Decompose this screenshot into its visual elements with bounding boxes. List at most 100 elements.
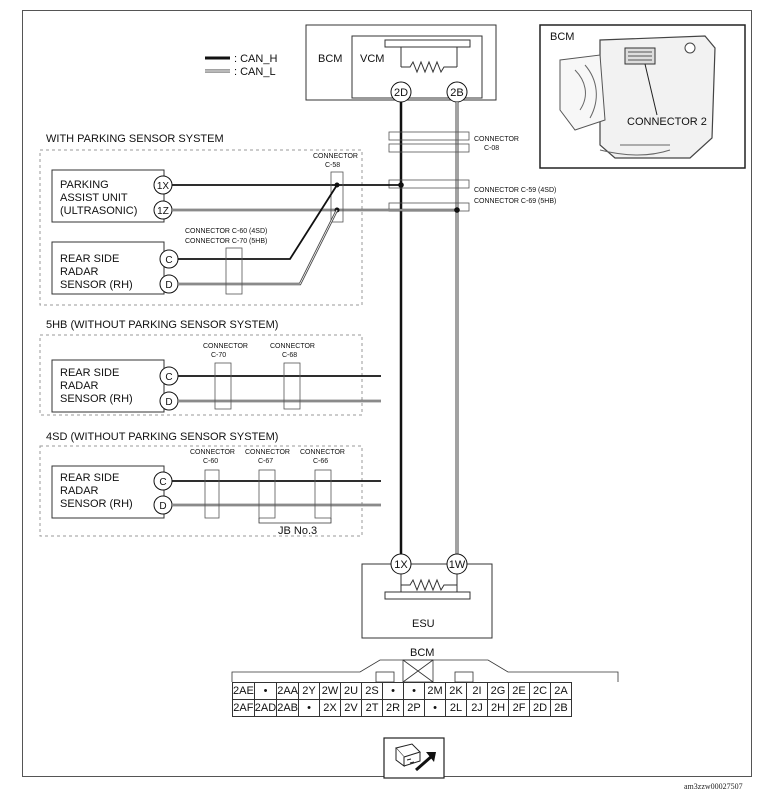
- pin-cell: 2AE: [232, 682, 255, 700]
- bcm-connector-title: BCM: [410, 647, 434, 659]
- svg-text:CONNECTOR C-69 (5HB): CONNECTOR C-69 (5HB): [474, 198, 556, 205]
- legend-can-h: : CAN_H: [234, 53, 277, 65]
- bcm-unit-drawing: [599, 35, 716, 159]
- svg-text:CONNECTOR C-59 (4SD): CONNECTOR C-59 (4SD): [474, 187, 556, 194]
- svg-text:RADAR: RADAR: [60, 380, 99, 392]
- svg-text:REAR SIDE: REAR SIDE: [60, 367, 119, 379]
- bcm-connector-header: BCM: [231, 647, 619, 683]
- pin-cell: 2B: [550, 699, 572, 717]
- connector-c66: [314, 469, 332, 519]
- rear-side-radar-sensor-2: [51, 359, 165, 413]
- pin-cell: 2AD: [253, 699, 278, 717]
- svg-text:C: C: [165, 255, 172, 266]
- jb-bracket: [258, 518, 332, 524]
- svg-text:RADAR: RADAR: [60, 266, 99, 278]
- pin-cell: 2V: [340, 699, 362, 717]
- pin-cell: 2I: [466, 682, 488, 700]
- connector-c60: [204, 469, 220, 519]
- svg-text:CONNECTOR: CONNECTOR: [300, 449, 345, 456]
- esu-label: ESU: [412, 618, 435, 630]
- esu-outline: [361, 563, 493, 639]
- connector-2-leader: [644, 63, 658, 116]
- pin-cell: 2K: [445, 682, 467, 700]
- section3-title: 4SD (WITHOUT PARKING SENSOR SYSTEM): [46, 431, 278, 443]
- connector-c58: [330, 171, 344, 223]
- pin-cell: •: [424, 699, 446, 717]
- bcm-vcm-box: BCM VCM 2D 2B: [305, 24, 497, 103]
- section1-title: WITH PARKING SENSOR SYSTEM: [46, 133, 224, 145]
- svg-text:CONNECTOR C-70 (5HB): CONNECTOR C-70 (5HB): [185, 238, 267, 245]
- pin-cell: 2S: [361, 682, 383, 700]
- svg-text:C-08: C-08: [484, 145, 499, 152]
- pin-cell: 2J: [466, 699, 488, 717]
- connector-c08: [388, 131, 470, 141]
- section-with-parking-sensor: WITH PARKING SENSOR SYSTEM CONNECTOR C-5…: [39, 133, 460, 306]
- svg-text:C-58: C-58: [325, 162, 340, 169]
- pin-cell: •: [253, 682, 278, 700]
- svg-text:CONNECTOR: CONNECTOR: [245, 449, 290, 456]
- pin-cell: 2W: [319, 682, 341, 700]
- svg-text:SENSOR (RH): SENSOR (RH): [60, 393, 133, 405]
- svg-text:C: C: [165, 372, 172, 383]
- svg-text:1X: 1X: [394, 559, 408, 571]
- vcm-box: [351, 35, 483, 99]
- svg-text:C-67: C-67: [258, 458, 273, 465]
- svg-text:CONNECTOR: CONNECTOR: [313, 153, 358, 160]
- svg-text:PARKING: PARKING: [60, 179, 109, 191]
- section1-dashed-box: [39, 149, 363, 306]
- svg-text:REAR SIDE: REAR SIDE: [60, 253, 119, 265]
- svg-text:1Z: 1Z: [157, 206, 169, 217]
- svg-text:C-66: C-66: [313, 458, 328, 465]
- svg-text:D: D: [165, 397, 172, 408]
- connector-c70: [214, 362, 232, 410]
- photo-connector-label: CONNECTOR 2: [627, 116, 707, 128]
- pin-cell: •: [403, 682, 425, 700]
- pin-cell: 2R: [382, 699, 404, 717]
- pin-cell: 2D: [529, 699, 551, 717]
- pin-cell: 2A: [550, 682, 572, 700]
- vcm-label: VCM: [360, 53, 384, 65]
- esu-box: 1X 1W ESU: [361, 553, 493, 639]
- svg-text:D: D: [159, 501, 166, 512]
- pin-cell: 2M: [424, 682, 446, 700]
- pin-cell: 2Y: [298, 682, 320, 700]
- connector-c60-c70: [225, 247, 243, 295]
- jb-label: JB No.3: [278, 525, 317, 537]
- pin-cell: 2U: [340, 682, 362, 700]
- pin-cell: 2G: [487, 682, 509, 700]
- pin-cell: 2AF: [232, 699, 255, 717]
- section-4sd: 4SD (WITHOUT PARKING SENSOR SYSTEM) CONN…: [39, 431, 381, 537]
- pin-cell: 2AA: [276, 682, 299, 700]
- vcm-terminal-block: [384, 39, 471, 48]
- legend-can-l: : CAN_L: [234, 66, 276, 78]
- svg-text:(ULTRASONIC): (ULTRASONIC): [60, 205, 137, 217]
- svg-text:CONNECTOR C-60 (4SD): CONNECTOR C-60 (4SD): [185, 228, 267, 235]
- vcm-resistor-icon: [401, 60, 457, 74]
- svg-text:RADAR: RADAR: [60, 485, 99, 497]
- pin-cell: 2P: [403, 699, 425, 717]
- section-5hb: 5HB (WITHOUT PARKING SENSOR SYSTEM) CONN…: [39, 319, 381, 416]
- section2-title: 5HB (WITHOUT PARKING SENSOR SYSTEM): [46, 319, 278, 331]
- pin-cell: 2F: [508, 699, 530, 717]
- svg-text:CONNECTOR: CONNECTOR: [270, 343, 315, 350]
- connector-view-icon: [383, 737, 445, 779]
- legend: : CAN_H : CAN_L: [205, 53, 277, 78]
- can-trunk: CONNECTOR C-08 CONNECTOR C-59 (4SD) CONN…: [388, 102, 556, 555]
- connector-c68: [283, 362, 301, 410]
- svg-text:CONNECTOR: CONNECTOR: [474, 136, 519, 143]
- parking-assist-unit: [51, 169, 165, 223]
- bcm-photo-inset: BCM CONNECTOR 2: [539, 24, 746, 169]
- pin-cell: 2T: [361, 699, 383, 717]
- svg-text:SENSOR (RH): SENSOR (RH): [60, 279, 133, 291]
- rear-side-radar-sensor-1: [51, 241, 165, 295]
- svg-text:CONNECTOR: CONNECTOR: [203, 343, 248, 350]
- rear-side-radar-sensor-3: [51, 465, 165, 519]
- connector-c59-c69: [388, 179, 470, 189]
- pin-cell: 2E: [508, 682, 530, 700]
- pin-cell: 2L: [445, 699, 467, 717]
- pin-cell: 2AB: [276, 699, 299, 717]
- svg-text:C-60: C-60: [203, 458, 218, 465]
- pin-cell: 2H: [487, 699, 509, 717]
- svg-text:REAR SIDE: REAR SIDE: [60, 472, 119, 484]
